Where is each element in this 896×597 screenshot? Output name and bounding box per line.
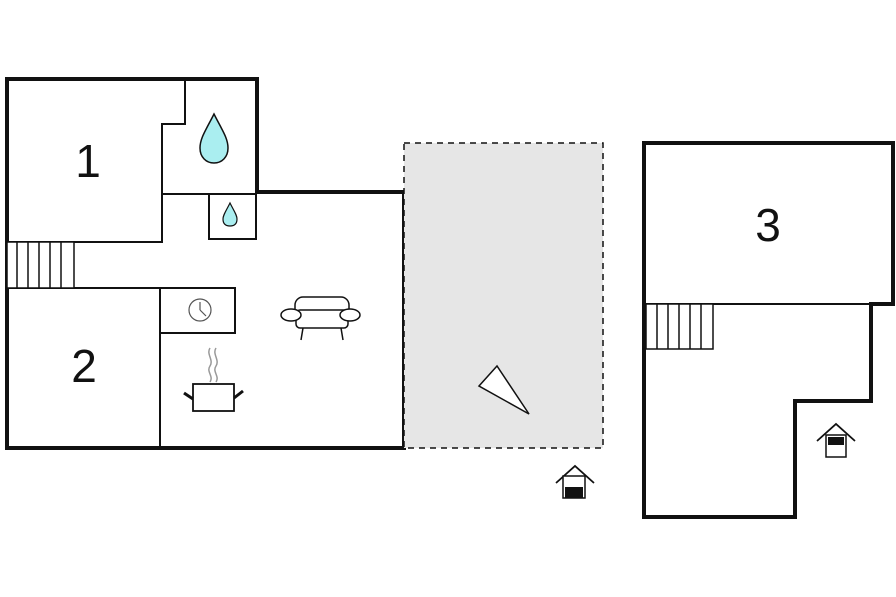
stairs-upper-floor [645, 303, 714, 350]
sofa-icon [280, 296, 361, 341]
upper-floor-outer-wall [642, 141, 895, 519]
stairs-ground-floor [6, 241, 75, 289]
room-1-label: 1 [75, 135, 101, 187]
room-3-label: 3 [755, 199, 781, 251]
ground-floor: 1 2 [5, 77, 406, 450]
clock-icon [188, 298, 212, 322]
room-1-wall [7, 80, 186, 243]
house-entrance-icon [555, 464, 595, 499]
cooking-pot-icon [183, 347, 244, 412]
room-2-label: 2 [71, 340, 97, 392]
terrace-area [403, 142, 604, 449]
terrace-arrow-icon [477, 364, 530, 415]
house-entrance-icon [816, 422, 856, 458]
water-drop-icon [222, 201, 238, 227]
terrace [403, 142, 604, 449]
water-drop-icon [199, 112, 229, 164]
upper-floor: 3 [642, 141, 895, 519]
